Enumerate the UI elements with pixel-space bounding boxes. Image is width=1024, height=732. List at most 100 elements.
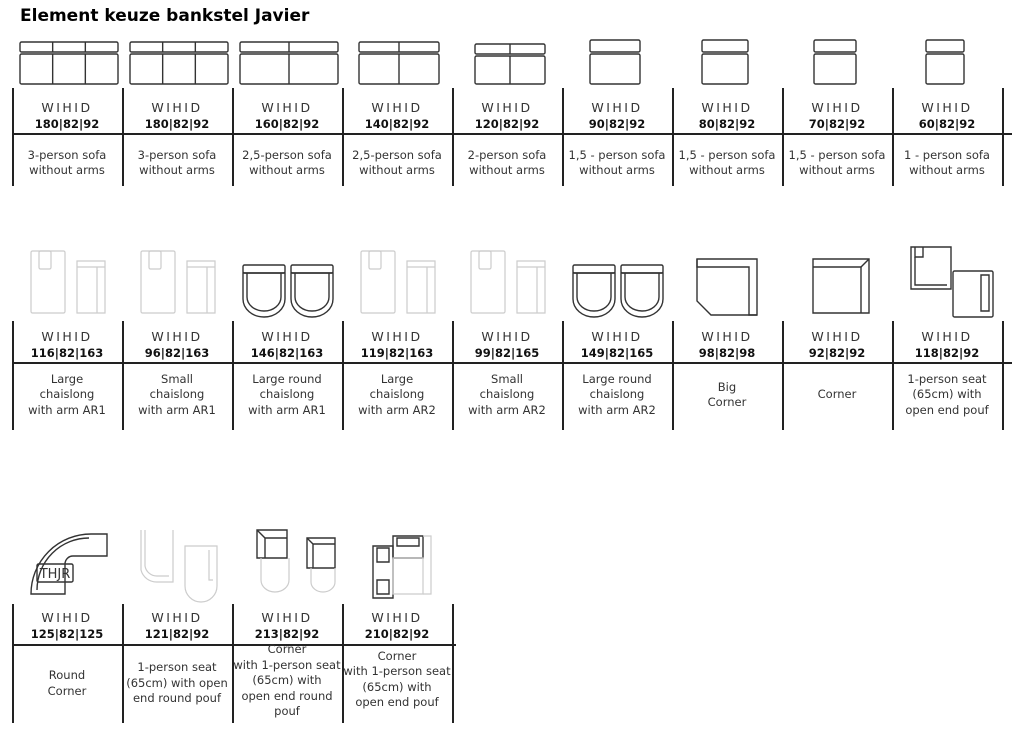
- small-chaislong-ar1-icon: [122, 245, 232, 321]
- dimensions: 90|82|92: [588, 117, 646, 131]
- sofa-1-person-icon: [892, 39, 1002, 88]
- sofa-1-5-person-icon: [562, 39, 672, 88]
- column-divider: [892, 321, 894, 430]
- dimensions: 180|82|92: [144, 117, 210, 131]
- wihid-label: WIHID: [481, 100, 533, 115]
- page-title: Element keuze bankstel Javier: [20, 6, 310, 26]
- round-corner-icon: THJR: [12, 528, 122, 604]
- element-cell: WIHID 180|82|92 3-person sofa without arms: [12, 40, 122, 186]
- element-description: 1,5 - person sofa without arms: [788, 147, 886, 178]
- element-cell: WIHID 120|82|92 2-person sofa without arms: [452, 40, 562, 186]
- element-description: 1,5 - person sofa without arms: [678, 147, 776, 178]
- element-description: 2-person sofa without arms: [467, 147, 547, 178]
- sofa-2-person-icon: [452, 40, 562, 88]
- element-description: Large round chaislong with arm AR1: [248, 371, 326, 417]
- wihid-label: WIHID: [41, 329, 93, 344]
- column-divider: [122, 321, 124, 430]
- dimensions: 98|82|98: [698, 346, 756, 360]
- wihid-label: WIHID: [151, 610, 203, 625]
- element-description: Big Corner: [707, 379, 747, 410]
- dimensions: 140|82|92: [364, 117, 430, 131]
- large-chaislong-ar1-icon: [12, 245, 122, 321]
- wihid-label: WIHID: [261, 329, 313, 344]
- wihid-label: WIHID: [151, 100, 203, 115]
- sofa-2-5-person-icon: [342, 40, 452, 88]
- dimensions: 96|82|163: [144, 346, 210, 360]
- wihid-label: WIHID: [921, 100, 973, 115]
- dimensions: 60|82|92: [918, 117, 976, 131]
- column-divider: [232, 88, 234, 186]
- column-divider: [122, 604, 124, 723]
- dimensions: 210|82|92: [364, 627, 430, 641]
- sofa-3-person-icon: [12, 40, 122, 88]
- row-divider: [12, 644, 456, 646]
- dimensions: 92|82|92: [808, 346, 866, 360]
- element-description: Corner with 1-person seat (65cm) with op…: [343, 648, 451, 710]
- element-row-straight-sofas: WIHID 180|82|92 3-person sofa without arms…: [12, 39, 1012, 186]
- column-divider: [122, 88, 124, 186]
- corner-icon: [782, 245, 892, 321]
- column-divider: [672, 321, 674, 430]
- element-description: 1,5 - person sofa without arms: [568, 147, 666, 178]
- element-cell: WIHID 60|82|92 1 - person sofa without arm…: [892, 39, 1002, 186]
- column-divider: [892, 88, 894, 186]
- column-divider: [1002, 321, 1004, 430]
- wihid-label: WIHID: [41, 100, 93, 115]
- sofa-2-5-person-icon: [232, 40, 342, 88]
- row-divider: [12, 362, 1012, 364]
- large-round-chaislong-ar2-icon: [562, 245, 672, 321]
- column-divider: [12, 321, 14, 430]
- wihid-label: WIHID: [921, 329, 973, 344]
- element-description: Large chaislong with arm AR1: [28, 371, 106, 417]
- seat-open-end-round-pouf-icon: [122, 528, 232, 604]
- sofa-1-5-person-icon: [672, 39, 782, 88]
- dimensions: 121|82|92: [144, 627, 210, 641]
- column-divider: [342, 88, 344, 186]
- wihid-label: WIHID: [371, 329, 423, 344]
- column-divider: [452, 88, 454, 186]
- element-description: 1-person seat (65cm) with open end pouf: [905, 371, 989, 417]
- dimensions: 119|82|163: [360, 346, 434, 360]
- wihid-label: WIHID: [591, 329, 643, 344]
- element-description: 1 - person sofa without arms: [904, 147, 990, 178]
- element-description: 2,5-person sofa without arms: [242, 147, 332, 178]
- sofa-1-5-person-icon: [782, 39, 892, 88]
- element-description: Corner with 1-person seat (65cm) with op…: [233, 642, 341, 718]
- sofa-3-person-icon: [122, 40, 232, 88]
- element-description: 3-person sofa without arms: [27, 147, 107, 178]
- wihid-label: WIHID: [371, 100, 423, 115]
- seat-open-end-pouf-icon: [892, 245, 1002, 321]
- column-divider: [672, 88, 674, 186]
- column-divider: [1002, 88, 1004, 186]
- wihid-label: WIHID: [151, 329, 203, 344]
- dimensions: 146|82|163: [250, 346, 324, 360]
- corner-seat-open-end-pouf-icon: [342, 528, 452, 604]
- wihid-label: WIHID: [591, 100, 643, 115]
- dimensions: 160|82|92: [254, 117, 320, 131]
- thjr-logo-text: THJR: [39, 567, 71, 582]
- element-description: Round Corner: [47, 668, 87, 698]
- dimensions: 149|82|165: [580, 346, 654, 360]
- column-divider: [562, 88, 564, 186]
- element-description: Large round chaislong with arm AR2: [578, 371, 656, 417]
- dimensions: 116|82|163: [30, 346, 104, 360]
- dimensions: 99|82|165: [474, 346, 540, 360]
- wihid-label: WIHID: [41, 610, 93, 625]
- element-description: Corner: [817, 387, 857, 402]
- big-corner-icon: [672, 245, 782, 321]
- dimensions: 180|82|92: [34, 117, 100, 131]
- column-divider: [452, 321, 454, 430]
- dimensions: 120|82|92: [474, 117, 540, 131]
